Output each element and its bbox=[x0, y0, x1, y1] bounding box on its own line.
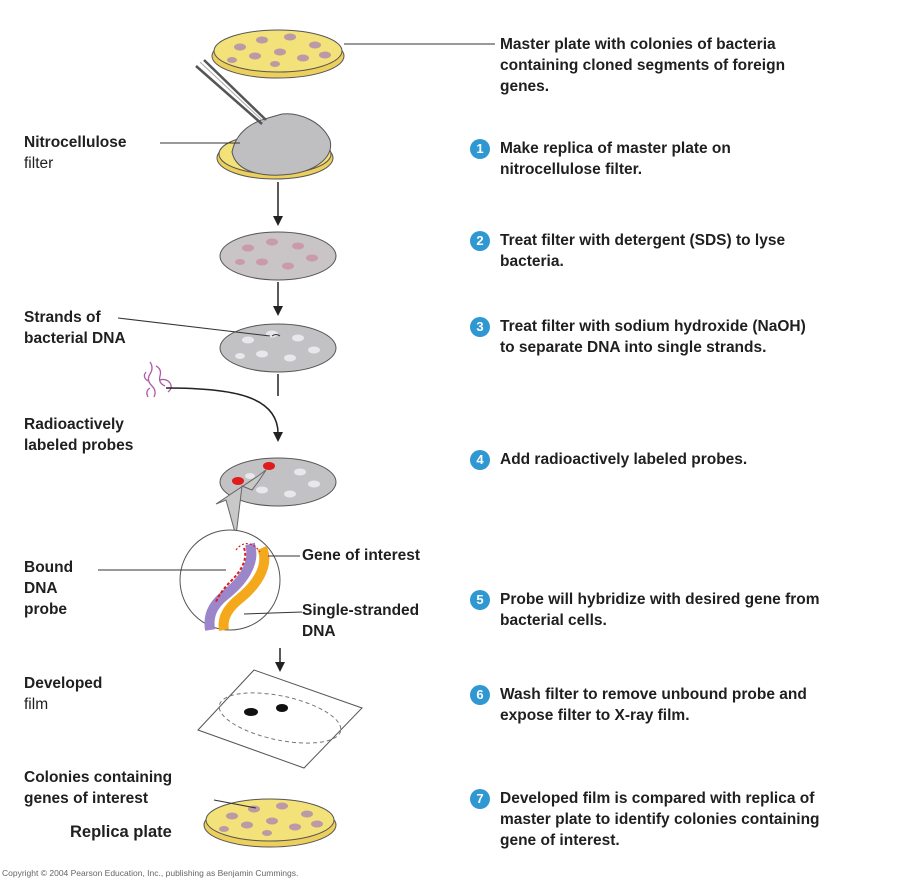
colonies-label: Colonies containing genes of interest bbox=[24, 767, 172, 809]
master-plate-description: Master plate with colonies of bacteria c… bbox=[500, 34, 922, 97]
step-number-badge: 5 bbox=[470, 590, 490, 610]
step-6: 6 Wash filter to remove unbound probe an… bbox=[470, 684, 920, 726]
replica-plate-label: Replica plate bbox=[70, 822, 172, 843]
hybridized-spot bbox=[263, 462, 275, 470]
step-number-badge: 7 bbox=[470, 789, 490, 809]
gene-of-interest-label: Gene of interest bbox=[302, 545, 420, 566]
probe-squiggle-icon bbox=[144, 362, 171, 397]
developed-film bbox=[198, 670, 362, 768]
down-arrow-2 bbox=[273, 282, 283, 316]
single-stranded-label: Single-stranded DNA bbox=[302, 600, 419, 642]
step-number-badge: 6 bbox=[470, 685, 490, 705]
probe-arrow bbox=[166, 388, 283, 442]
film-spot bbox=[244, 708, 258, 716]
replica-plate bbox=[204, 799, 336, 847]
nitrocellulose-label: Nitrocellulose filter bbox=[24, 132, 127, 174]
developed-film-label: Developed film bbox=[24, 673, 102, 715]
lysed-filter bbox=[220, 232, 336, 280]
step-2: 2 Treat filter with detergent (SDS) to l… bbox=[470, 230, 920, 272]
step-number-badge: 1 bbox=[470, 139, 490, 159]
down-arrow-1 bbox=[273, 182, 283, 226]
nitrocellulose-filter bbox=[232, 114, 331, 175]
hybridized-spot bbox=[232, 477, 244, 485]
film-spot bbox=[276, 704, 288, 712]
bound-probe-label: Bound DNA probe bbox=[24, 557, 73, 620]
probes-label: Radioactively labeled probes bbox=[24, 414, 133, 456]
strands-label: Strands of bacterial DNA bbox=[24, 307, 126, 349]
denatured-filter bbox=[220, 324, 336, 372]
master-plate bbox=[212, 30, 344, 78]
step-5: 5 Probe will hybridize with desired gene… bbox=[470, 589, 920, 631]
step-3: 3 Treat filter with sodium hydroxide (Na… bbox=[470, 316, 920, 358]
step-4: 4 Add radioactively labeled probes. bbox=[470, 449, 920, 470]
step-number-badge: 4 bbox=[470, 450, 490, 470]
step-1: 1 Make replica of master plate on nitroc… bbox=[470, 138, 920, 180]
down-arrow-4 bbox=[275, 648, 285, 672]
step-7: 7 Developed film is compared with replic… bbox=[470, 788, 920, 851]
step-number-badge: 3 bbox=[470, 317, 490, 337]
magnified-hybridization bbox=[180, 530, 280, 630]
strands-leader bbox=[118, 318, 270, 336]
copyright-notice: Copyright © 2004 Pearson Education, Inc.… bbox=[2, 868, 298, 878]
step-number-badge: 2 bbox=[470, 231, 490, 251]
